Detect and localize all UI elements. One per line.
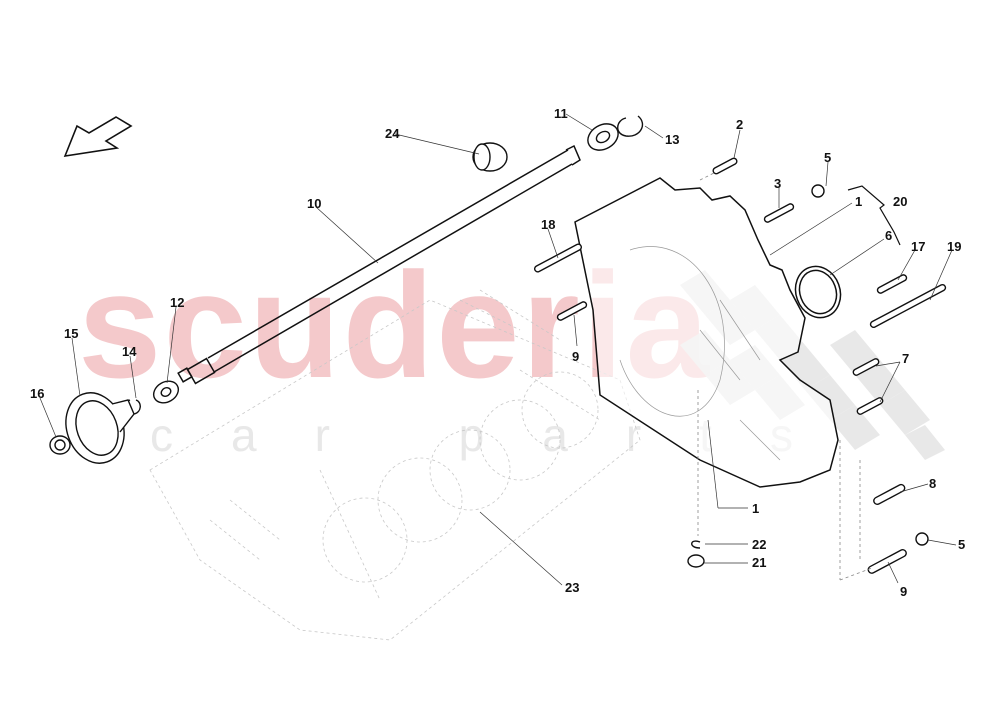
callout-10: 10 [307, 196, 322, 211]
bolt-part-2 [712, 157, 738, 175]
callout-23: 23 [565, 580, 580, 595]
assembly-guide-lines [697, 171, 873, 581]
bolt-part-7b [856, 397, 884, 415]
callout-20: 20 [893, 194, 908, 209]
callout-18: 18 [541, 217, 556, 232]
callout-6: 6 [885, 228, 893, 243]
callout-14: 14 [122, 344, 137, 359]
pin-part-17 [876, 274, 908, 294]
pin-part-9b [867, 549, 907, 574]
housing-part-15 [65, 392, 135, 464]
pin-part-19 [869, 283, 947, 329]
housing-cover-part-1 [574, 177, 839, 488]
bolt-part-8 [873, 483, 906, 505]
shaft-part-10 [177, 144, 581, 385]
nut-part-5b [915, 532, 929, 546]
callout-24: 24 [385, 126, 400, 141]
callout-11: 11 [554, 106, 568, 121]
callout-8: 8 [929, 476, 937, 491]
leader-lines [39, 113, 957, 586]
bracket-line-20 [847, 185, 901, 246]
bearing-part-12 [152, 380, 180, 404]
direction-arrow-icon [63, 116, 133, 158]
callout-22: 22 [752, 537, 767, 552]
callout-1: 1 [855, 194, 863, 209]
callout-21: 21 [752, 555, 767, 570]
callout-5: 5 [958, 537, 966, 552]
callout-7: 7 [902, 351, 910, 366]
callout-16: 16 [30, 386, 45, 401]
nut-part-5a [811, 184, 825, 198]
callout-15: 15 [64, 326, 79, 341]
seal-part-16 [49, 435, 71, 455]
engine-block-sketch [149, 289, 641, 641]
plug-part-21 [687, 554, 705, 568]
callout-1: 1 [752, 501, 760, 516]
callout-5: 5 [824, 150, 832, 165]
circlip-part-13 [617, 115, 644, 137]
housing-details [619, 246, 781, 461]
clip-part-22 [691, 540, 701, 549]
callout-13: 13 [665, 132, 680, 147]
callout-2: 2 [736, 117, 744, 132]
bearing-part-11 [587, 123, 619, 151]
callout-12: 12 [170, 295, 185, 310]
bolt-part-7a [852, 358, 880, 376]
callout-17: 17 [911, 239, 926, 254]
o-ring-part-6 [794, 265, 842, 319]
callout-19: 19 [947, 239, 962, 254]
callout-9: 9 [572, 349, 580, 364]
pin-part-3 [763, 203, 795, 223]
cap-part-24 [472, 142, 508, 172]
callout-3: 3 [774, 176, 782, 191]
callout-9: 9 [900, 584, 908, 599]
pin-part-9a [556, 301, 588, 321]
